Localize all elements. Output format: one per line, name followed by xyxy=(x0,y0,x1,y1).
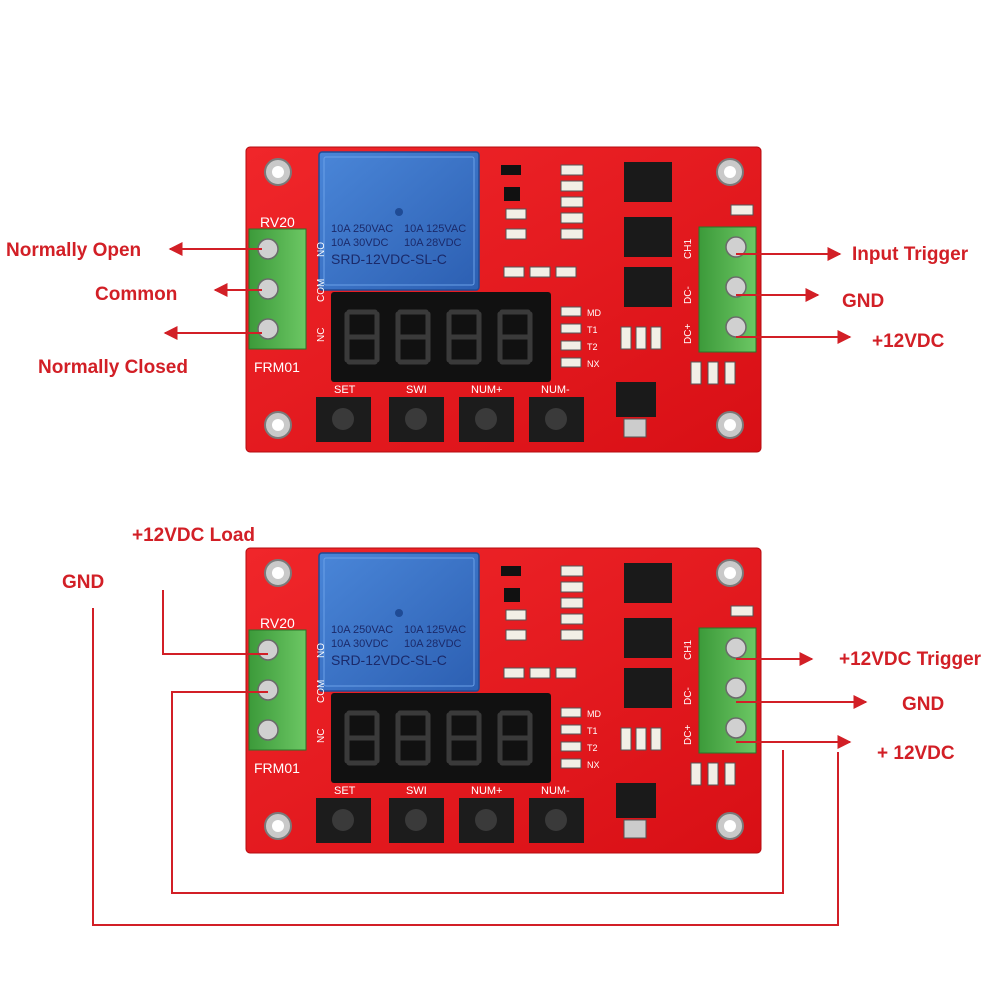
silk-no: NO xyxy=(316,643,327,658)
silk-dc-plus: DC+ xyxy=(683,324,694,344)
relay-rating-line1b: 10A 125VAC xyxy=(404,624,466,636)
silk-ch1: CH1 xyxy=(683,239,694,259)
wire-load xyxy=(162,590,268,655)
label-load: +12VDC Load xyxy=(132,525,255,546)
silk-dc-plus: DC+ xyxy=(683,725,694,745)
silk-no: NO xyxy=(316,242,327,257)
wire-com-to-gnd xyxy=(171,691,784,894)
relay-rating-line2b: 10A 28VDC xyxy=(404,638,462,650)
led-label-t2: T2 xyxy=(587,342,598,352)
silk-model: FRM01 xyxy=(254,760,300,776)
button-label-swi: SWI xyxy=(406,384,427,396)
silk-dc-minus: DC- xyxy=(683,286,694,304)
label-plus12-top: +12VDC xyxy=(872,331,945,352)
led-label-t2: T2 xyxy=(587,743,598,753)
top-arrows xyxy=(163,242,852,344)
silk-com: COM xyxy=(316,279,327,302)
led-label-md: MD xyxy=(587,308,601,318)
button-label-num-minus: NUM- xyxy=(541,384,570,396)
board-bottom: 10A 250VAC 10A 125VAC 10A 30VDC 10A 28VD… xyxy=(246,548,761,853)
silk-ch1: CH1 xyxy=(683,640,694,660)
silk-rv: RV20 xyxy=(260,615,295,631)
label-trigger: +12VDC Trigger xyxy=(839,649,982,670)
label-common: Common xyxy=(95,284,177,305)
label-gnd-top: GND xyxy=(842,291,884,312)
button-label-num-minus: NUM- xyxy=(541,785,570,797)
led-label-md: MD xyxy=(587,709,601,719)
relay-rating-line1a: 10A 250VAC xyxy=(331,223,393,235)
relay-rating-line2a: 10A 30VDC xyxy=(331,638,389,650)
silk-dc-minus: DC- xyxy=(683,687,694,705)
silk-nc: NC xyxy=(316,328,327,342)
label-gnd-left: GND xyxy=(62,572,104,593)
button-label-set: SET xyxy=(334,384,356,396)
silk-rv: RV20 xyxy=(260,214,295,230)
label-normally-closed: Normally Closed xyxy=(38,357,188,378)
silk-model: FRM01 xyxy=(254,359,300,375)
label-gnd-right: GND xyxy=(902,694,944,715)
relay-rating-line2a: 10A 30VDC xyxy=(331,237,389,249)
led-label-t1: T1 xyxy=(587,726,598,736)
led-label-nx: NX xyxy=(587,760,600,770)
button-label-num-plus: NUM+ xyxy=(471,384,502,396)
led-label-nx: NX xyxy=(587,359,600,369)
label-normally-open: Normally Open xyxy=(6,240,141,261)
silk-com: COM xyxy=(316,680,327,703)
relay-rating-line1a: 10A 250VAC xyxy=(331,624,393,636)
relay-model: SRD-12VDC-SL-C xyxy=(331,652,447,668)
label-plus12-bottom: + 12VDC xyxy=(877,743,955,764)
wire-gnd-outer xyxy=(92,608,839,926)
board-top: 10A 250VAC 10A 125VAC 10A 30VDC 10A 28VD… xyxy=(246,147,761,452)
button-label-num-plus: NUM+ xyxy=(471,785,502,797)
led-label-t1: T1 xyxy=(587,325,598,335)
bottom-wiring xyxy=(92,590,868,926)
label-input-trigger: Input Trigger xyxy=(852,244,969,265)
button-label-swi: SWI xyxy=(406,785,427,797)
relay-rating-line2b: 10A 28VDC xyxy=(404,237,462,249)
silk-nc: NC xyxy=(316,729,327,743)
button-label-set: SET xyxy=(334,785,356,797)
relay-model: SRD-12VDC-SL-C xyxy=(331,251,447,267)
relay-rating-line1b: 10A 125VAC xyxy=(404,223,466,235)
